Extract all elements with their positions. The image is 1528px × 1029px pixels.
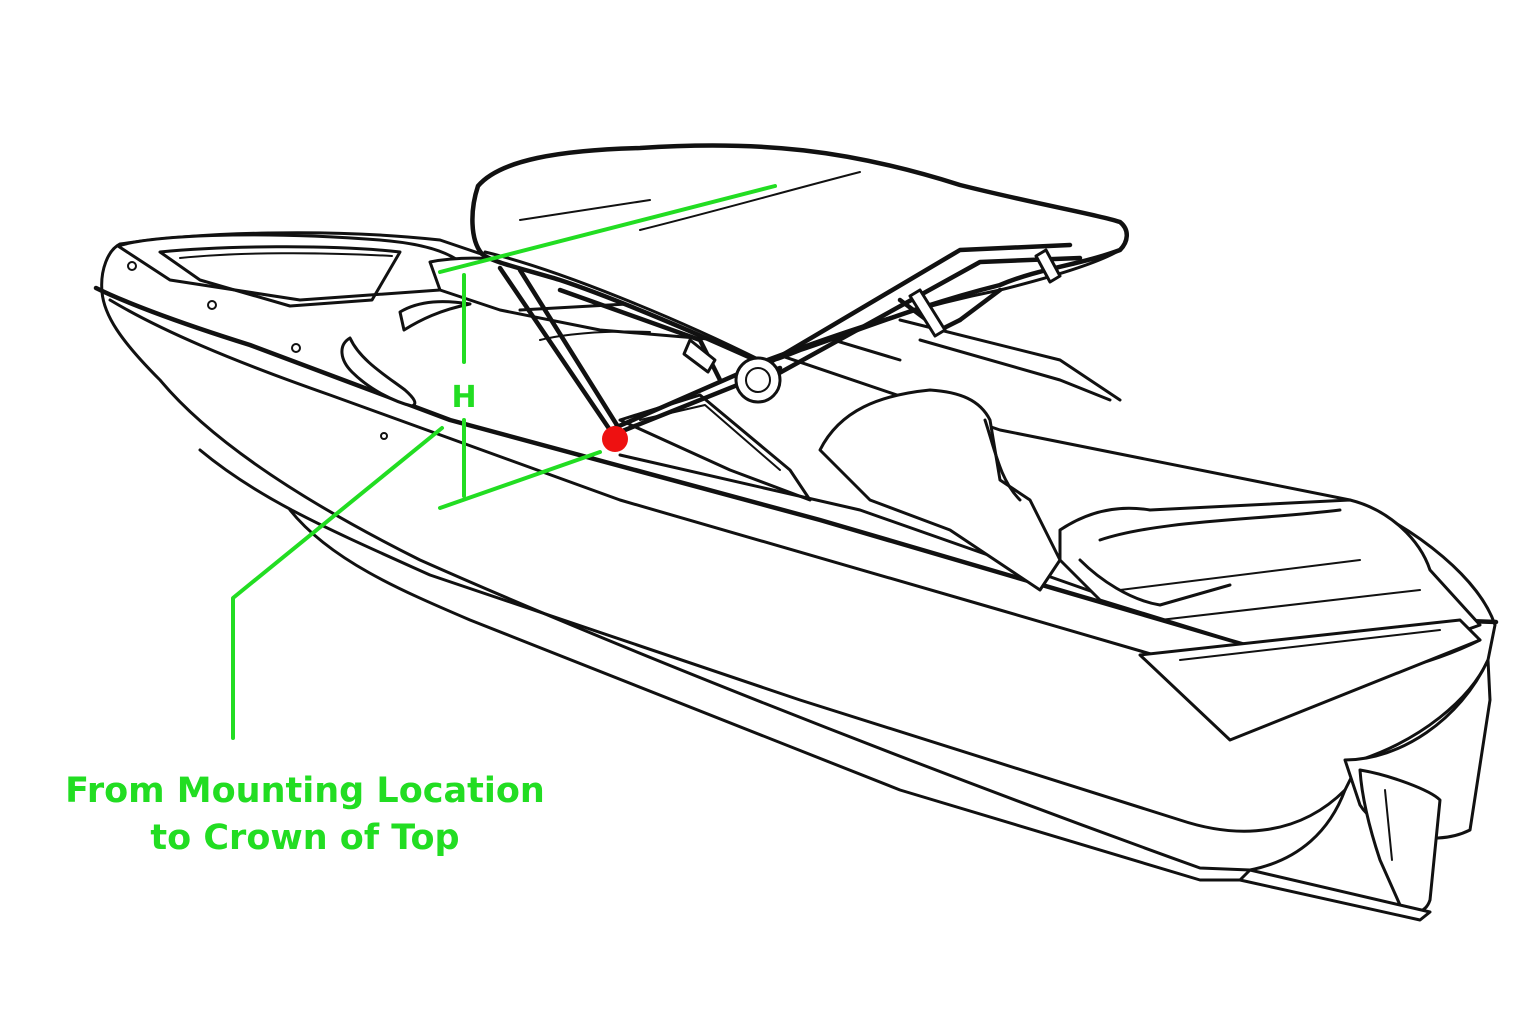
- bimini-top: [470, 143, 1129, 435]
- dimension-note: From Mounting Location to Crown of Top: [65, 771, 545, 858]
- note-line-2: to Crown of Top: [150, 818, 459, 858]
- boat-hull: [93, 231, 1499, 922]
- crown-extension-line: [438, 184, 777, 274]
- leader-line: [231, 426, 444, 740]
- boat-deck: [116, 233, 1482, 742]
- red-dot-icon: [602, 426, 628, 452]
- note-line-1: From Mounting Location: [65, 771, 545, 811]
- height-dimension: H: [231, 184, 777, 740]
- mount-extension-line: [438, 450, 602, 510]
- dimension-label-h: H: [451, 380, 476, 415]
